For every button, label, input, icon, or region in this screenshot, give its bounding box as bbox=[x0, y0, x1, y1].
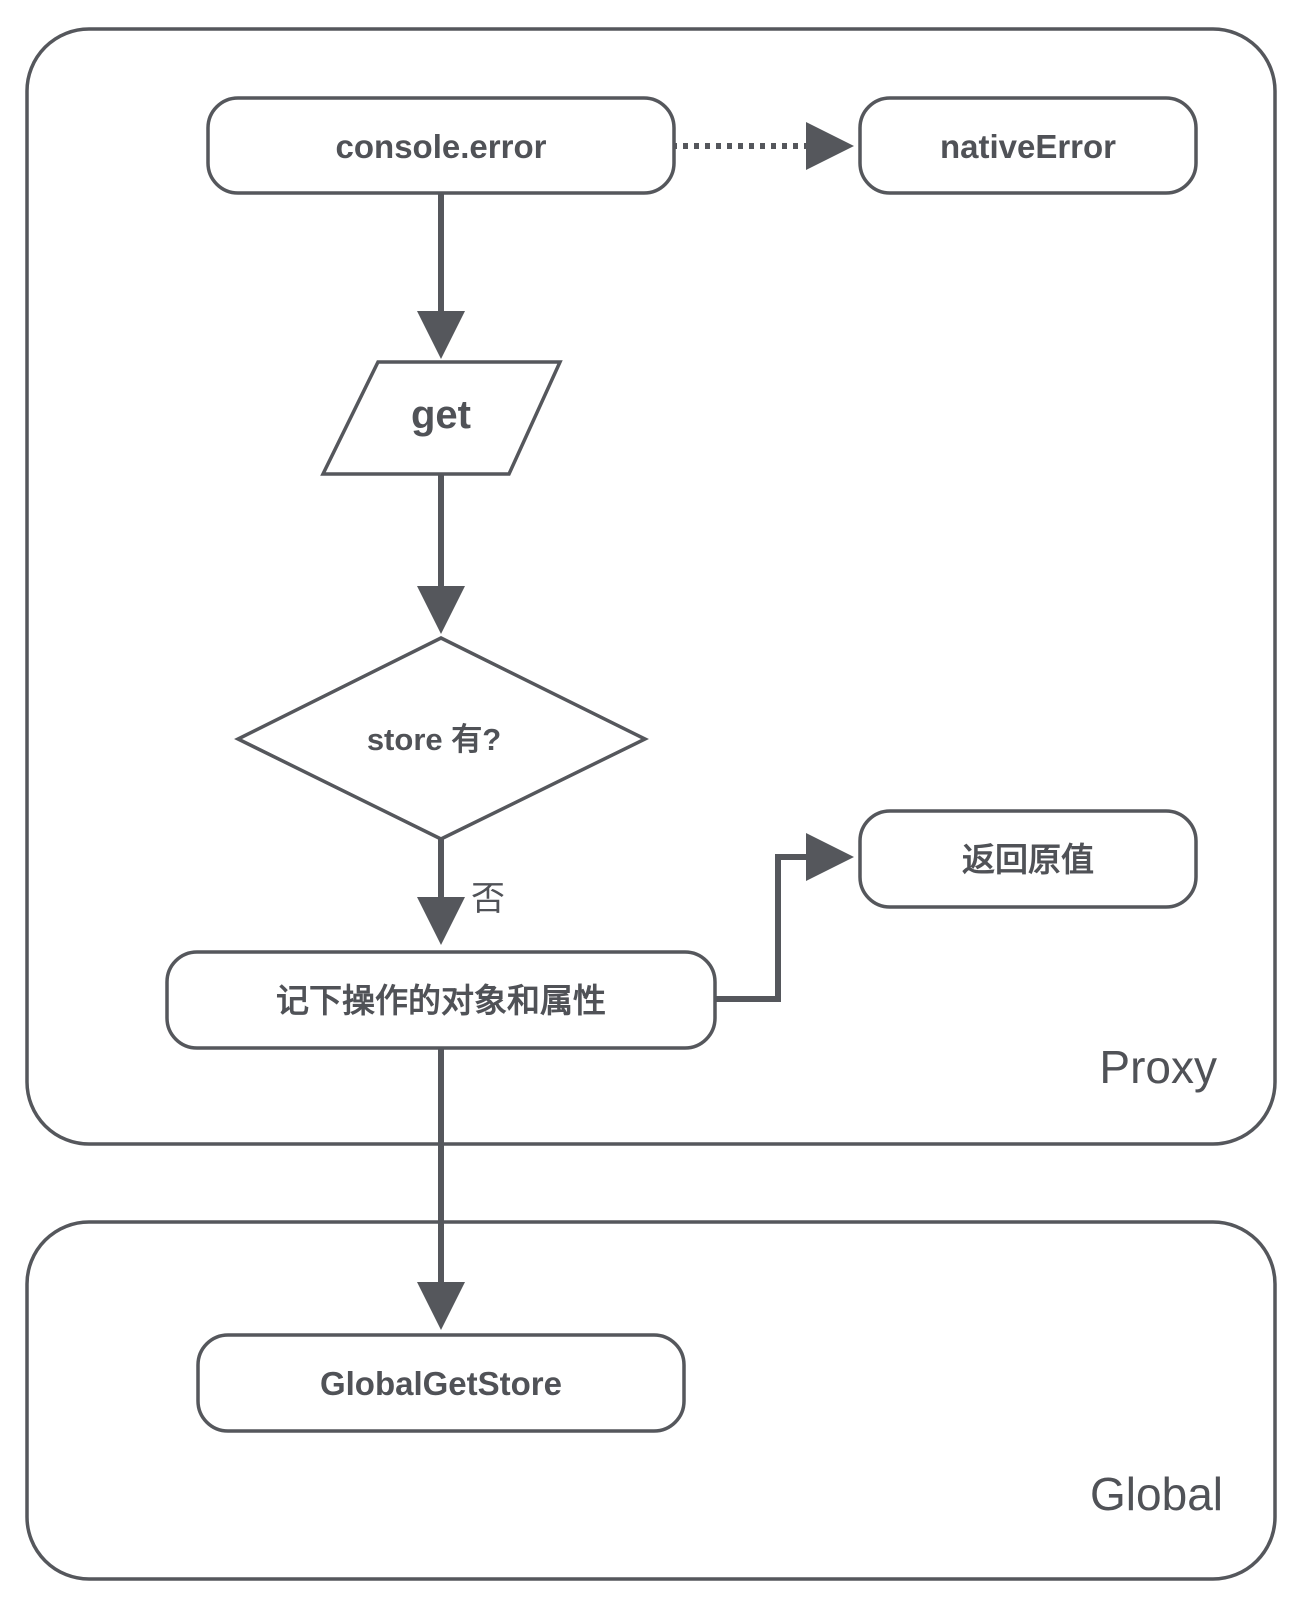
node-global-get-store-label: GlobalGetStore bbox=[320, 1365, 562, 1402]
node-get-label: get bbox=[411, 393, 471, 437]
node-global-get-store: GlobalGetStore bbox=[196, 1333, 686, 1433]
node-console-error: console.error bbox=[206, 96, 676, 195]
edges: 否 bbox=[417, 122, 854, 1330]
node-native-error: nativeError bbox=[858, 96, 1198, 195]
global-group-border bbox=[25, 1220, 1277, 1581]
node-console-error-label: console.error bbox=[336, 128, 547, 165]
edge-store-to-record-label: 否 bbox=[471, 880, 505, 918]
global-group: Global bbox=[25, 1220, 1277, 1581]
node-return-original: 返回原值 bbox=[858, 809, 1198, 909]
proxy-group: Proxy bbox=[25, 27, 1277, 1146]
proxy-group-border bbox=[25, 27, 1277, 1146]
node-get: get bbox=[320, 360, 563, 476]
edge-record-to-return bbox=[714, 833, 854, 1002]
node-native-error-label: nativeError bbox=[940, 128, 1116, 165]
global-group-label: Global bbox=[1090, 1468, 1223, 1520]
proxy-group-label: Proxy bbox=[1099, 1041, 1217, 1093]
node-record-op: 记下操作的对象和属性 bbox=[165, 950, 717, 1050]
node-record-op-label: 记下操作的对象和属性 bbox=[276, 982, 606, 1019]
node-store-check: store 有? bbox=[234, 636, 649, 841]
node-return-original-label: 返回原值 bbox=[962, 841, 1094, 878]
node-store-check-label: store 有? bbox=[367, 722, 501, 757]
